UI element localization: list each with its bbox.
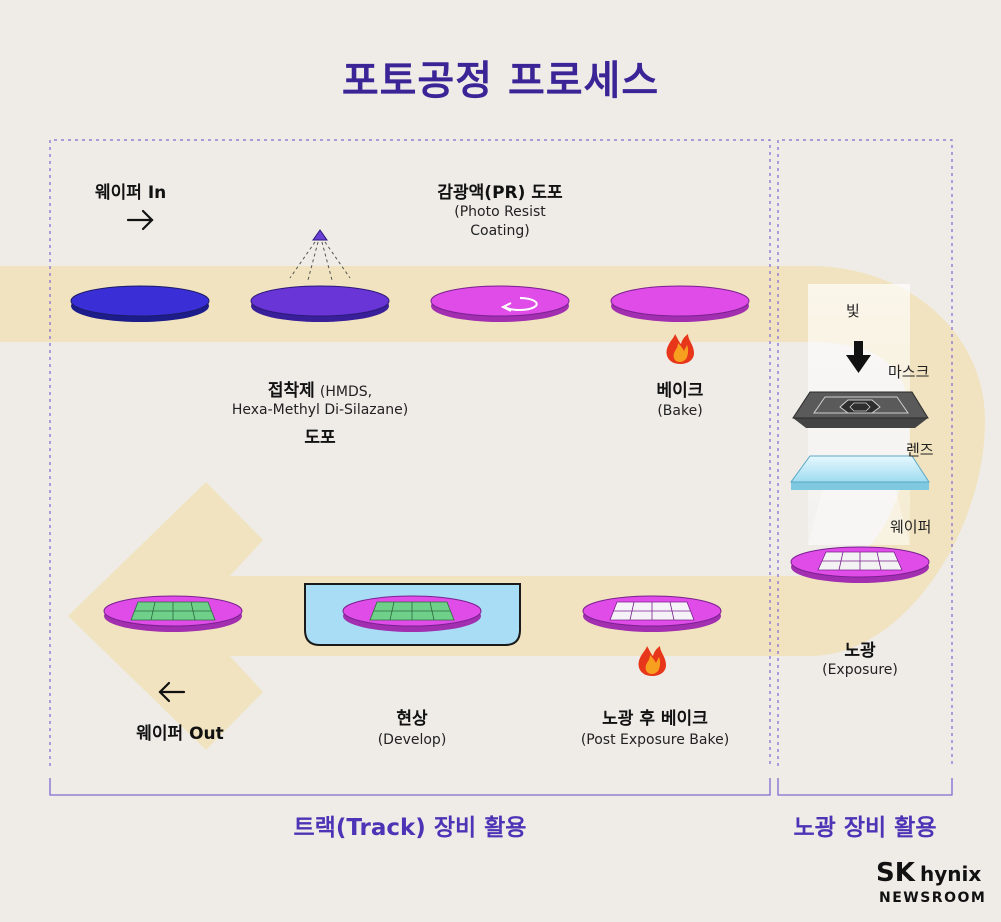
nozzle-icon — [289, 229, 351, 281]
track-section-label: 트랙(Track) 장비 활용 — [293, 815, 527, 841]
wafer-label: 웨이퍼 — [890, 518, 932, 536]
develop-sub: (Develop) — [377, 732, 447, 748]
lens-icon — [790, 455, 930, 490]
arrow-left-icon — [158, 681, 186, 703]
track-area-border — [49, 139, 771, 766]
wafer-3 — [430, 285, 570, 322]
exposure-bracket — [777, 778, 953, 796]
peb-sub: (Post Exposure Bake) — [580, 732, 730, 748]
logo-newsroom: NEWSROOM — [879, 890, 987, 906]
flame-icon — [666, 334, 694, 364]
wafer-4 — [610, 285, 750, 322]
flame-icon — [638, 646, 666, 676]
hmds-label: 접착제 — [267, 381, 315, 401]
sk-hynix-logo: SK hynix — [876, 858, 981, 888]
peb-label: 노광 후 베이크 — [602, 709, 708, 729]
wafer-peb — [582, 595, 722, 632]
bake-sub: (Bake) — [657, 403, 703, 419]
wafer-out-label: 웨이퍼 Out — [136, 724, 224, 744]
exposure-area-border — [777, 139, 953, 766]
pr-coating-sub2: Coating) — [470, 223, 530, 239]
hmds-sub1: (HMDS, — [319, 384, 373, 400]
pr-coating-label: 감광액(PR) 도포 — [437, 183, 563, 203]
wafer-2 — [250, 285, 390, 322]
develop-label: 현상 — [396, 709, 428, 729]
wafer-1 — [70, 285, 210, 322]
wafer-develop — [342, 595, 482, 632]
exposure-sub: (Exposure) — [822, 662, 898, 678]
page-title: 포토공정 프로세스 — [341, 58, 660, 104]
hmds-sub2: Hexa-Methyl Di-Silazane) — [231, 402, 409, 418]
arrow-right-icon — [126, 209, 154, 231]
spin-arrow-icon — [500, 297, 538, 312]
mask-label: 마스크 — [888, 363, 930, 381]
hmds-label2: 도포 — [304, 428, 336, 448]
wafer-in-label: 웨이퍼 In — [95, 183, 167, 203]
arrow-down-icon — [846, 341, 871, 373]
exposure-label: 노광 — [844, 641, 876, 661]
mask-icon — [792, 391, 929, 428]
wafer-out — [103, 595, 243, 632]
bake-label: 베이크 — [656, 381, 704, 401]
track-bracket — [49, 778, 771, 796]
logo-sk: SK — [876, 858, 915, 888]
hmds-step: 접착제 (HMDS, — [200, 376, 440, 402]
wafer-exposure — [790, 546, 930, 583]
lens-label: 렌즈 — [906, 441, 934, 459]
light-label: 빛 — [846, 302, 860, 320]
pr-coating-sub1: (Photo Resist — [454, 204, 546, 220]
logo-hynix: hynix — [919, 862, 982, 886]
exposure-section-label: 노광 장비 활용 — [793, 815, 937, 841]
